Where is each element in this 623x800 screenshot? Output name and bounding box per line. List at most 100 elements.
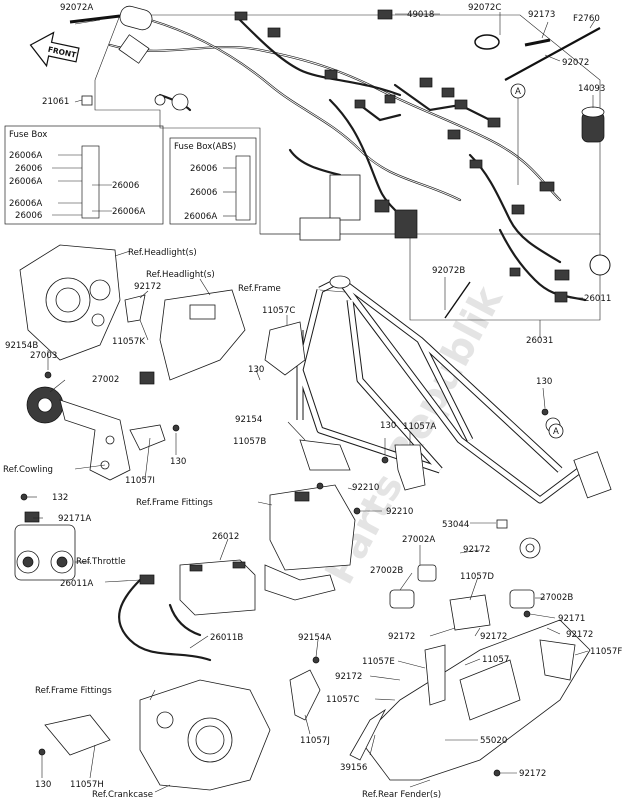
callout-92072A: 92072A (60, 3, 93, 13)
callout-11057J: 11057J (300, 736, 330, 746)
fuse-box-abs-title: Fuse Box(ABS) (174, 142, 236, 152)
svg-text:26006A: 26006A (112, 207, 145, 217)
callout-92172: 92172 (134, 282, 161, 292)
loose-parts-top (69, 14, 611, 319)
connector-icon (554, 269, 570, 281)
battery-case (264, 439, 361, 601)
callout-11057D: 11057D (460, 572, 494, 582)
callout-92172: 92172 (480, 632, 507, 642)
callout-ref-frame: Ref.Frame (238, 284, 281, 294)
crankcase (38, 656, 321, 791)
svg-text:26006: 26006 (190, 188, 217, 198)
connector-icon (119, 5, 153, 31)
callout-ref-cowling: Ref.Cowling (3, 465, 53, 475)
callout-11057A: 11057A (403, 422, 436, 432)
connector-icon (118, 34, 150, 64)
connector-icon (539, 181, 555, 192)
callout-92210: 92210 (352, 483, 379, 493)
part-callouts: 92072A 49018 92072C 92173 F2760 92072 14… (3, 3, 622, 800)
connector-icon (511, 204, 525, 215)
connector-icon (487, 117, 501, 128)
connector-icon (509, 267, 521, 277)
connector-icon (384, 94, 396, 104)
clip-icon (81, 95, 93, 106)
callout-130: 130 (35, 780, 51, 790)
callout-ref-crankcase: Ref.Crankcase (92, 790, 153, 800)
callout-92171: 92171 (558, 614, 585, 624)
harness-group-outline-lower (260, 233, 601, 321)
callout-27003: 27003 (30, 351, 57, 361)
callout-11057K: 11057K (112, 337, 145, 347)
connector-icon (454, 99, 468, 110)
callout-39156: 39156 (340, 763, 367, 773)
front-arrow-icon: FRONT (29, 31, 80, 68)
callout-21061: 21061 (42, 97, 69, 107)
callout-26012: 26012 (212, 532, 239, 542)
callout-92210: 92210 (386, 507, 413, 517)
svg-text:26006A: 26006A (9, 199, 42, 209)
connector-icon (374, 199, 390, 213)
motorcycle-frame (296, 275, 612, 559)
rear-fender-assembly (349, 519, 591, 781)
callout-11057C: 11057C (326, 695, 359, 705)
reference-marker-a: A A (510, 83, 564, 439)
callout-11057B: 11057B (233, 437, 266, 447)
leader-lines (27, 12, 596, 793)
callout-92072B: 92072B (432, 266, 465, 276)
abs-bracket (381, 408, 549, 491)
bolt-icon (524, 38, 551, 47)
svg-text:26006: 26006 (112, 181, 139, 191)
headlight-assembly (19, 244, 306, 385)
callout-130: 130 (380, 421, 396, 431)
battery-assembly (118, 559, 256, 662)
callout-11057C: 11057C (262, 306, 295, 316)
callout-27002B: 27002B (370, 566, 403, 576)
callout-ref-headlight: Ref.Headlight(s) (146, 270, 215, 280)
callout-11057: 11057 (482, 655, 509, 665)
connector-icon (419, 77, 433, 88)
connector-icon (441, 87, 455, 98)
horn-and-cowling-stay (26, 371, 180, 481)
harness-connectors (118, 5, 570, 303)
callout-F2760: F2760 (573, 14, 600, 24)
connector-icon (469, 159, 483, 169)
connector-icon (354, 99, 366, 109)
callout-14093: 14093 (578, 84, 605, 94)
cable-tie-icon (69, 14, 121, 24)
callout-130: 130 (248, 365, 264, 375)
callout-55020: 55020 (480, 736, 507, 746)
callout-92172: 92172 (519, 769, 546, 779)
connector-icon (554, 291, 568, 303)
callout-26031: 26031 (526, 336, 553, 346)
callout-49018: 49018 (407, 10, 434, 20)
callout-27002A: 27002A (402, 535, 435, 545)
svg-text:26006: 26006 (15, 211, 42, 221)
callout-27002: 27002 (92, 375, 119, 385)
callout-130: 130 (170, 457, 186, 467)
callout-132: 132 (52, 493, 68, 503)
svg-text:26006A: 26006A (9, 151, 42, 161)
callout-92172: 92172 (335, 672, 362, 682)
clamp-icon (474, 34, 500, 50)
grommet-icon (154, 94, 166, 106)
grommet-icon (171, 93, 189, 111)
callout-92173: 92173 (528, 10, 555, 20)
abs-connector-icon (394, 209, 418, 239)
callout-92072: 92072 (562, 58, 589, 68)
svg-text:26006: 26006 (15, 164, 42, 174)
callout-92154B: 92154B (5, 341, 38, 351)
svg-text:A: A (515, 87, 521, 97)
svg-text:26006A: 26006A (9, 177, 42, 187)
callout-ref-rear-fender: Ref.Rear Fender(s) (362, 790, 441, 800)
callout-92171A: 92171A (58, 514, 91, 524)
callout-27002B: 27002B (540, 593, 573, 603)
connector-icon (267, 27, 281, 38)
callout-ref-headlight: Ref.Headlight(s) (128, 248, 197, 258)
callout-92154: 92154 (235, 415, 262, 425)
connector-icon (447, 129, 461, 140)
band-icon (504, 27, 601, 81)
svg-text:A: A (553, 427, 559, 437)
callout-92172: 92172 (388, 632, 415, 642)
callout-92072C: 92072C (468, 3, 501, 13)
